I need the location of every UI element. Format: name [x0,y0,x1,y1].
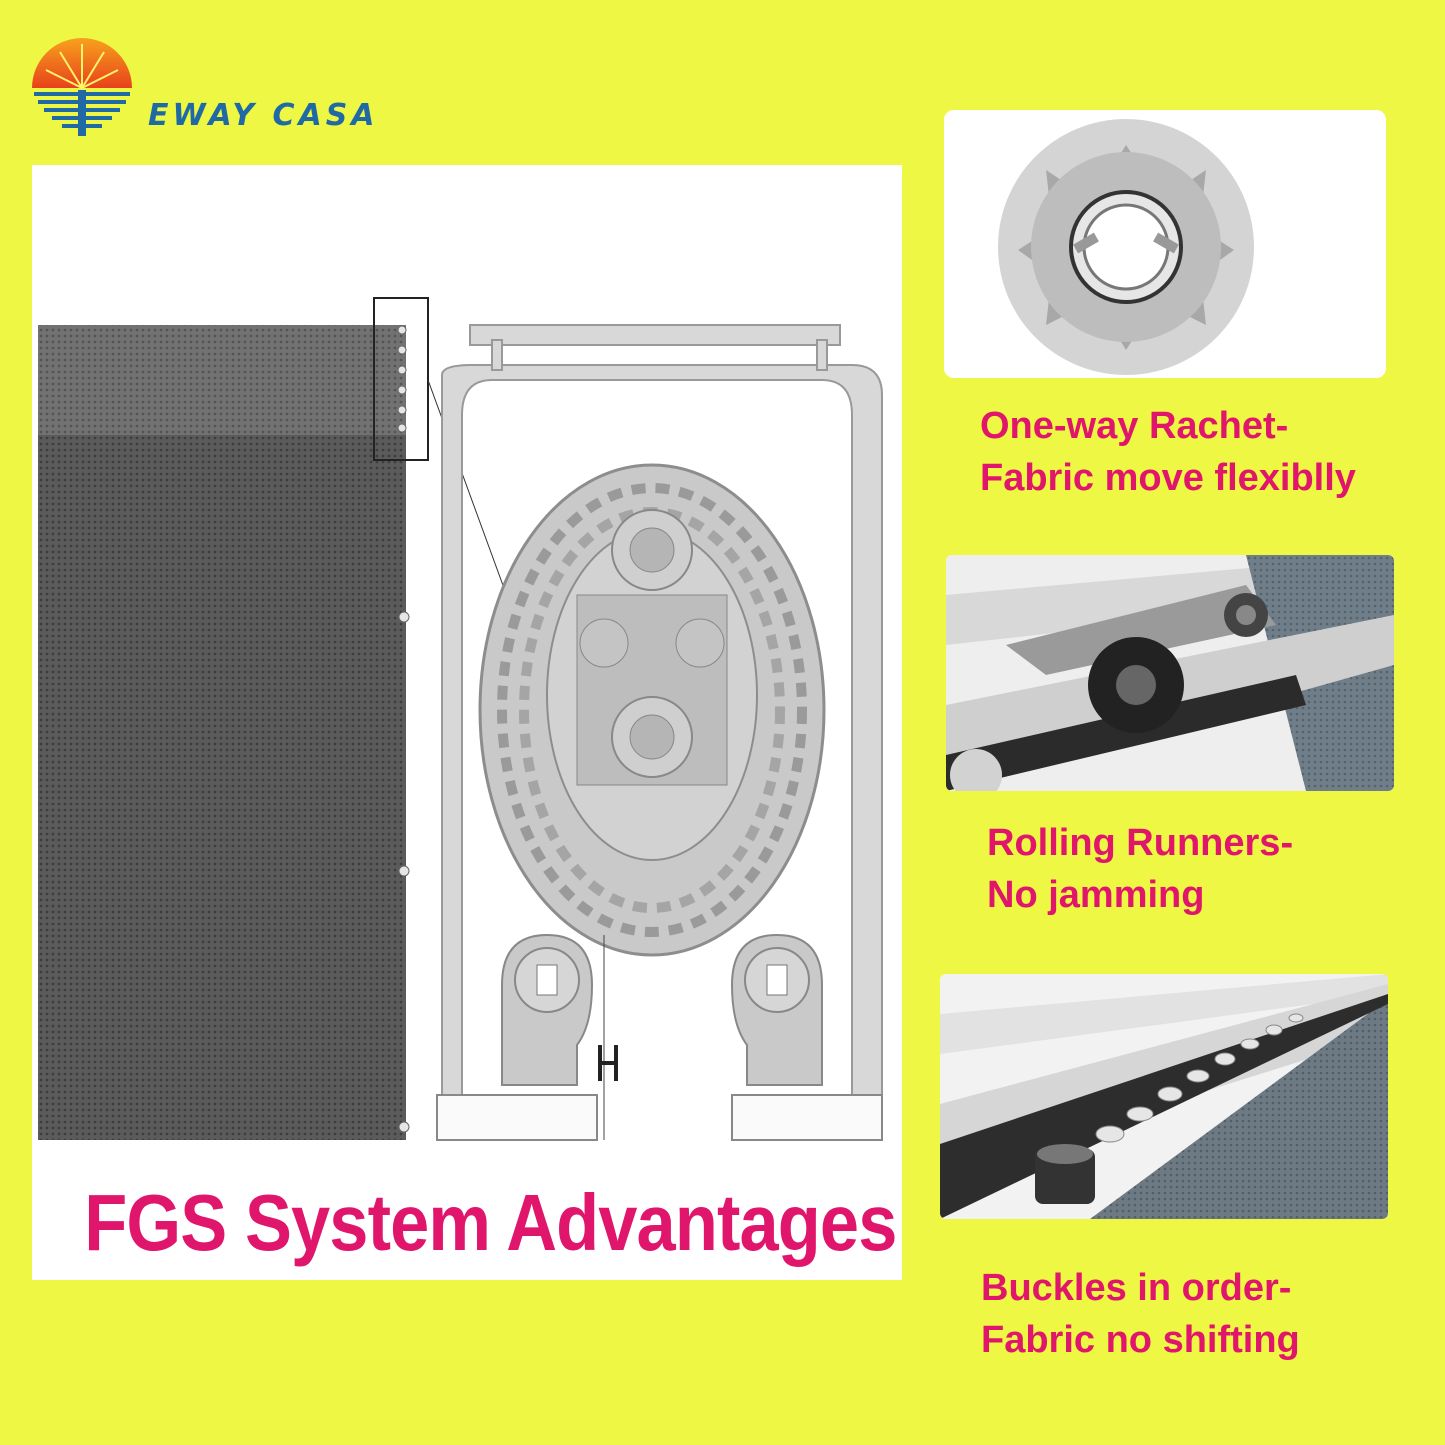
main-diagram-panel: FGS System Advantages [32,165,902,1280]
feature-caption-line2: No jamming [987,874,1205,916]
feature-caption-buckles: Buckles in order- Fabric no shifting [981,1262,1300,1366]
page-title: FGS System Advantages [84,1178,897,1267]
feature-caption-ratchet: One-way Rachet- Fabric move flexiblly [980,400,1356,504]
feature-image-ratchet [944,110,1386,378]
feature-caption-line2: Fabric move flexiblly [980,457,1356,499]
sun-logo-icon [32,38,132,136]
rolling-runners-image [946,555,1394,791]
feature-image-buckles [940,974,1388,1219]
feature-caption-line1: One-way Rachet- [980,405,1289,447]
fgs-roller-cross-section-diagram [38,297,883,1141]
brand-logo [30,30,430,145]
feature-image-runners [946,555,1394,791]
feature-caption-line1: Buckles in order- [981,1267,1292,1309]
feature-caption-runners: Rolling Runners- No jamming [987,817,1293,921]
feature-caption-line2: Fabric no shifting [981,1319,1300,1361]
ratchet-gear-image [944,110,1386,378]
brand-name: EWAY CASA [148,98,379,133]
feature-caption-line1: Rolling Runners- [987,822,1294,864]
buckles-track-image [940,974,1388,1219]
